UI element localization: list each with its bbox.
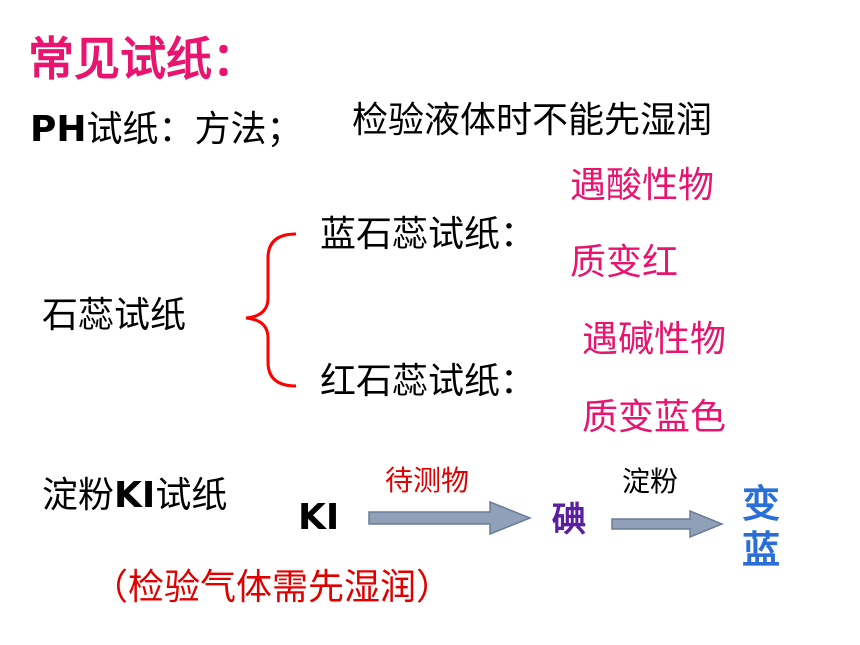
red-litmus-result-line1: 遇碱性物 <box>582 319 727 360</box>
blue-litmus-label: 蓝石蕊试纸： <box>320 214 537 255</box>
blue-litmus-result-line2: 质变红 <box>570 242 679 283</box>
intermediate-iodine: 碘 <box>552 500 586 540</box>
arrow2-label: 淀粉 <box>622 465 679 498</box>
result-turns-blue: 变 蓝 <box>742 482 780 573</box>
arrow1-label: 待测物 <box>385 464 470 497</box>
blue-litmus-result-line1: 遇酸性物 <box>570 165 715 206</box>
litmus-paper-label: 石蕊试纸 <box>42 295 187 336</box>
arrow-right-1 <box>368 500 533 536</box>
result-char-1: 变 <box>742 482 781 526</box>
starch-label-post: 试纸 <box>155 475 228 516</box>
curly-brace <box>245 232 297 388</box>
starch-ki-paper-label: 淀粉KI试纸 <box>42 478 227 514</box>
red-litmus-label: 红石蕊试纸： <box>320 361 537 402</box>
ph-method-text: 检验液体时不能先湿润 <box>352 100 713 141</box>
result-char-2: 蓝 <box>742 527 781 572</box>
ph-paper-label: PH试纸：方法； <box>30 112 303 148</box>
starch-label-bold: KI <box>114 475 156 516</box>
moisten-note: （检验气体需先湿润） <box>92 567 453 608</box>
arrow-right-2 <box>611 509 724 539</box>
red-litmus-result-line2: 质变蓝色 <box>582 397 727 438</box>
reactant-ki: KI <box>298 497 340 538</box>
page-title: 常见试纸： <box>28 32 258 86</box>
ph-label-bold: PH <box>30 109 87 150</box>
ph-label-rest: 试纸：方法； <box>86 109 303 150</box>
starch-label-pre: 淀粉 <box>42 475 115 516</box>
